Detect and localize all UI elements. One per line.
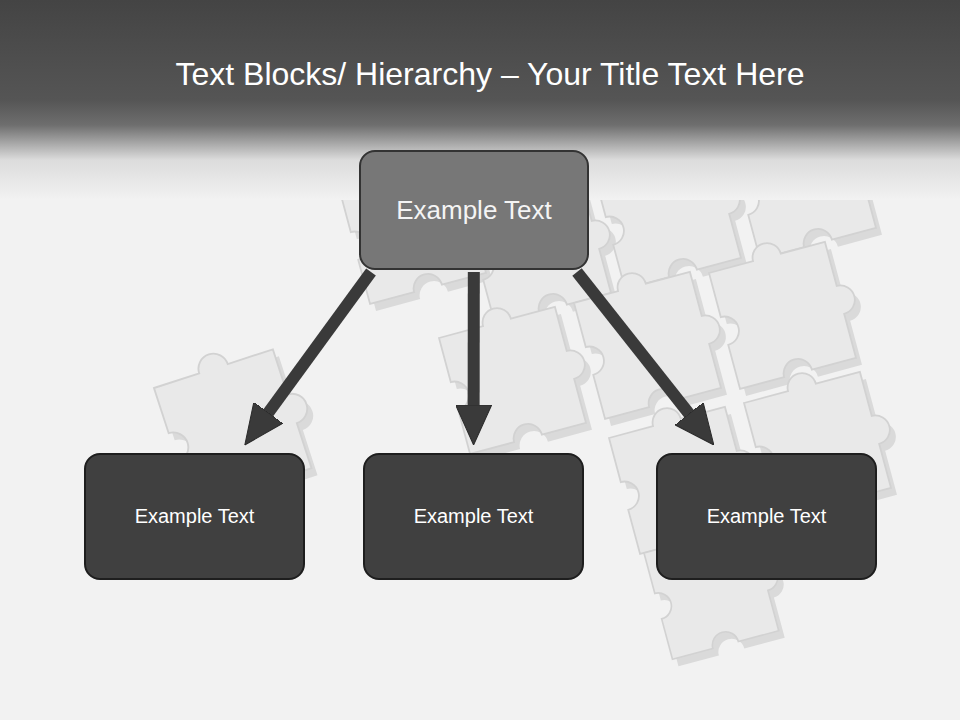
child-box: Example Text bbox=[363, 453, 584, 580]
puzzle-piece bbox=[705, 224, 870, 389]
child-box: Example Text bbox=[84, 453, 305, 580]
box-label: Example Text bbox=[396, 195, 552, 226]
connectors bbox=[267, 272, 690, 415]
parent-box: Example Text bbox=[359, 150, 589, 270]
box-label: Example Text bbox=[707, 505, 827, 528]
slide-title: Text Blocks/ Hierarchy – Your Title Text… bbox=[20, 52, 960, 96]
hierarchy-arrow bbox=[468, 272, 480, 407]
hierarchy-arrow bbox=[577, 272, 690, 415]
box-label: Example Text bbox=[135, 505, 255, 528]
box-label: Example Text bbox=[414, 505, 534, 528]
hierarchy-arrow bbox=[267, 272, 371, 414]
puzzle-piece bbox=[435, 289, 600, 454]
child-box: Example Text bbox=[656, 453, 877, 580]
